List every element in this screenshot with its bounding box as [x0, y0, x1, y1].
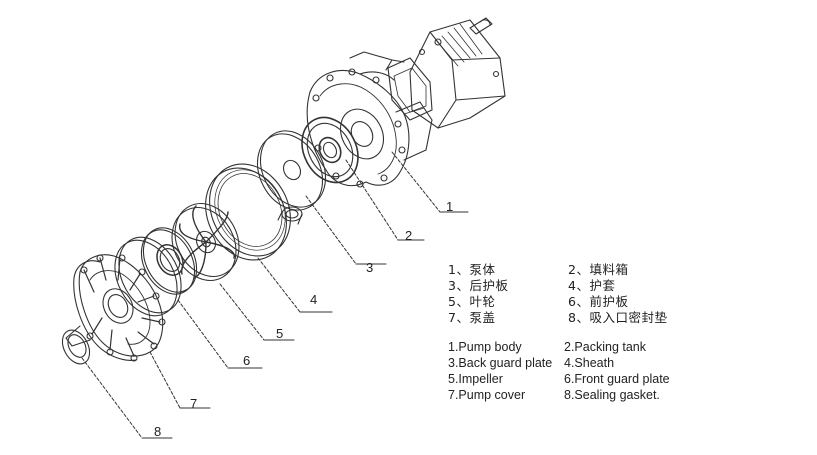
- legend-cn-item-7: 7、泵盖: [448, 310, 496, 325]
- legend-cn-item-5: 5、叶轮: [448, 294, 496, 309]
- callout-3: 3: [366, 260, 373, 275]
- pump-cover: [65, 254, 166, 362]
- sheath: [205, 163, 303, 261]
- sealing-gasket: [61, 329, 91, 365]
- legend-cn-item-4: 4、护套: [568, 278, 616, 293]
- legend-en-item-2: 2.Packing tank: [564, 340, 646, 354]
- callout-5: 5: [276, 326, 283, 341]
- callout-7: 7: [190, 396, 197, 411]
- legend-en-item-6: 6.Front guard plate: [564, 372, 670, 386]
- front-guard-plate: [114, 227, 198, 317]
- callout-8: 8: [154, 424, 161, 439]
- legend-cn-item-1: 1、泵体: [448, 262, 496, 277]
- callout-1: 1: [446, 199, 453, 214]
- legend-english: 1.Pump body 2.Packing tank 3.Back guard …: [448, 340, 788, 406]
- pump-body-assembly: [306, 17, 506, 188]
- legend-en-item-5: 5.Impeller: [448, 372, 503, 386]
- callout-2: 2: [405, 228, 412, 243]
- legend-en-item-7: 7.Pump cover: [448, 388, 526, 402]
- legend-en-item-3: 3.Back guard plate: [448, 356, 553, 370]
- back-guard-plate: [256, 130, 327, 211]
- legend-cn-item-2: 2、填料箱: [568, 262, 629, 277]
- legend-cn-item-3: 3、后护板: [448, 278, 509, 293]
- packing-tank-ring: [301, 116, 359, 184]
- leader-lines: [81, 151, 469, 439]
- legend-en-item-4: 4.Sheath: [564, 356, 615, 370]
- legend-cn-item-6: 6、前护板: [568, 294, 629, 309]
- legend-chinese: 1、泵体 2、填料箱 3、后护板 4、护套 5、叶轮 6、前护板 7、泵盖 8、…: [448, 262, 788, 332]
- legend-en-item-1: 1.Pump body: [448, 340, 522, 354]
- callout-6: 6: [243, 353, 250, 368]
- callout-4: 4: [310, 292, 317, 307]
- legend-en-item-8: 8.Sealing gasket.: [564, 388, 660, 402]
- legend-cn-item-8: 8、吸入口密封垫: [568, 310, 668, 325]
